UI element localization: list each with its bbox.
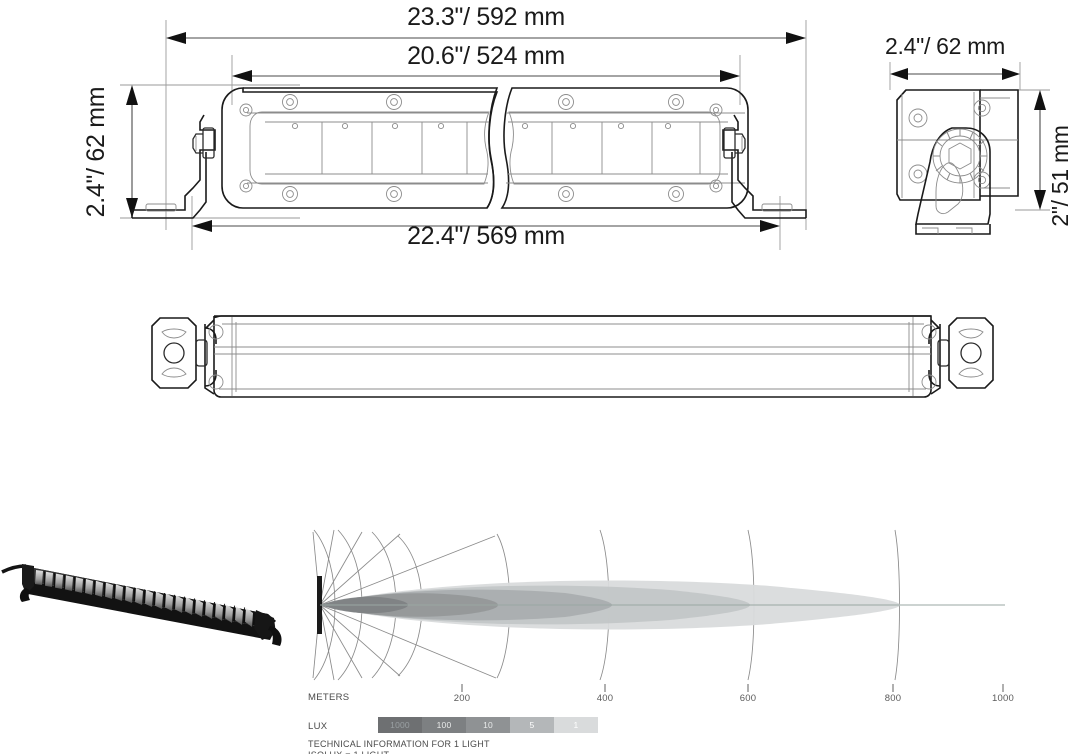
extension-lines (120, 20, 807, 250)
top-view-panel (151, 315, 994, 398)
led-reflector-array (35, 570, 253, 627)
lux-legend-swatches (378, 717, 598, 733)
meters-axis-label: METERS (308, 692, 349, 703)
dimension-side-depth-label: 2.4"/ 62 mm (885, 33, 1005, 59)
tick-label-400: 400 (597, 693, 613, 704)
dimension-side-height: 2"/ 51 mm (1015, 89, 1073, 227)
dimension-mount-span: 22.4"/ 569 mm (192, 220, 780, 250)
lux-value-1: 1 (574, 720, 579, 730)
front-housing-left-bolts (282, 94, 402, 202)
product-photo (1, 564, 282, 646)
lux-swatch-100 (422, 717, 466, 733)
front-left-bracket (131, 114, 216, 219)
light-bar-left-bracket (19, 588, 32, 602)
front-view-panel: 23.3"/ 592 mm 20.6"/ 524 mm 22.4"/ 569 m… (82, 3, 807, 250)
front-housing-right-bolts (558, 94, 684, 202)
tick-label-200: 200 (454, 693, 470, 704)
dimension-housing-length: 20.6"/ 524 mm (232, 42, 740, 82)
dimension-housing-length-label: 20.6"/ 524 mm (407, 42, 565, 70)
lux-swatch-5 (510, 717, 554, 733)
light-bar-lower-body (24, 580, 276, 640)
front-left-pivot-knob (192, 127, 215, 159)
lux-legend-values: 1000 100 10 5 1 (390, 720, 578, 730)
top-view-right-mount (921, 317, 994, 390)
side-view-mount-bracket (915, 127, 991, 235)
dimension-mount-span-label: 22.4"/ 569 mm (407, 222, 565, 250)
meters-axis: METERS 200 400 600 800 1000 (308, 684, 1014, 704)
tick-label-800: 800 (885, 693, 901, 704)
front-right-pivot-knob (723, 127, 746, 159)
dimension-overall-length: 23.3"/ 592 mm (166, 3, 806, 44)
beam-emitter-marker (317, 576, 322, 634)
front-housing-right (500, 87, 749, 209)
lux-value-10: 10 (483, 720, 493, 730)
front-housing-left (221, 87, 499, 209)
lux-value-100: 100 (437, 720, 452, 730)
technical-note-line-1: TECHNICAL INFORMATION FOR 1 LIGHT (308, 739, 490, 749)
technical-note-line-2: ISOLUX = 1 LIGHT (308, 750, 390, 754)
serrated-adjustment-hub (932, 128, 988, 184)
light-bar-right-bracket (268, 626, 282, 646)
dimension-side-height-label: 2"/ 51 mm (1047, 125, 1073, 226)
dimension-overall-length-label: 23.3"/ 592 mm (407, 3, 565, 31)
lux-value-5: 5 (530, 720, 535, 730)
dimension-side-depth: 2.4"/ 62 mm (885, 33, 1021, 90)
beam-lux-lobes (320, 580, 900, 630)
side-view-panel: 2.4"/ 62 mm 2"/ 51 mm (885, 33, 1073, 235)
meters-axis-ticks (461, 684, 1004, 692)
lux-value-1000: 1000 (390, 720, 410, 730)
technical-notes: TECHNICAL INFORMATION FOR 1 LIGHT ISOLUX… (308, 739, 490, 754)
lux-legend: LUX 1000 100 10 5 1 (308, 717, 598, 733)
dimension-front-height-label: 2.4"/ 62 mm (82, 87, 110, 218)
front-right-bracket (722, 114, 807, 219)
lux-swatch-10 (466, 717, 510, 733)
top-view-left-mount (151, 317, 224, 390)
lux-swatch-1 (554, 717, 598, 733)
tick-label-600: 600 (740, 693, 756, 704)
top-view-body (204, 315, 941, 398)
lux-swatch-1000 (378, 717, 422, 733)
meters-axis-tick-labels: 200 400 600 800 1000 (454, 693, 1014, 704)
side-view-body (896, 89, 1019, 201)
light-bar-left-endcap (22, 564, 34, 594)
beam-pattern-chart: METERS 200 400 600 800 1000 LUX (308, 529, 1014, 754)
light-bar-right-endcap (254, 610, 276, 640)
lux-legend-label: LUX (308, 721, 328, 732)
dimension-front-height: 2.4"/ 62 mm (82, 85, 138, 218)
tick-label-1000: 1000 (992, 693, 1014, 704)
